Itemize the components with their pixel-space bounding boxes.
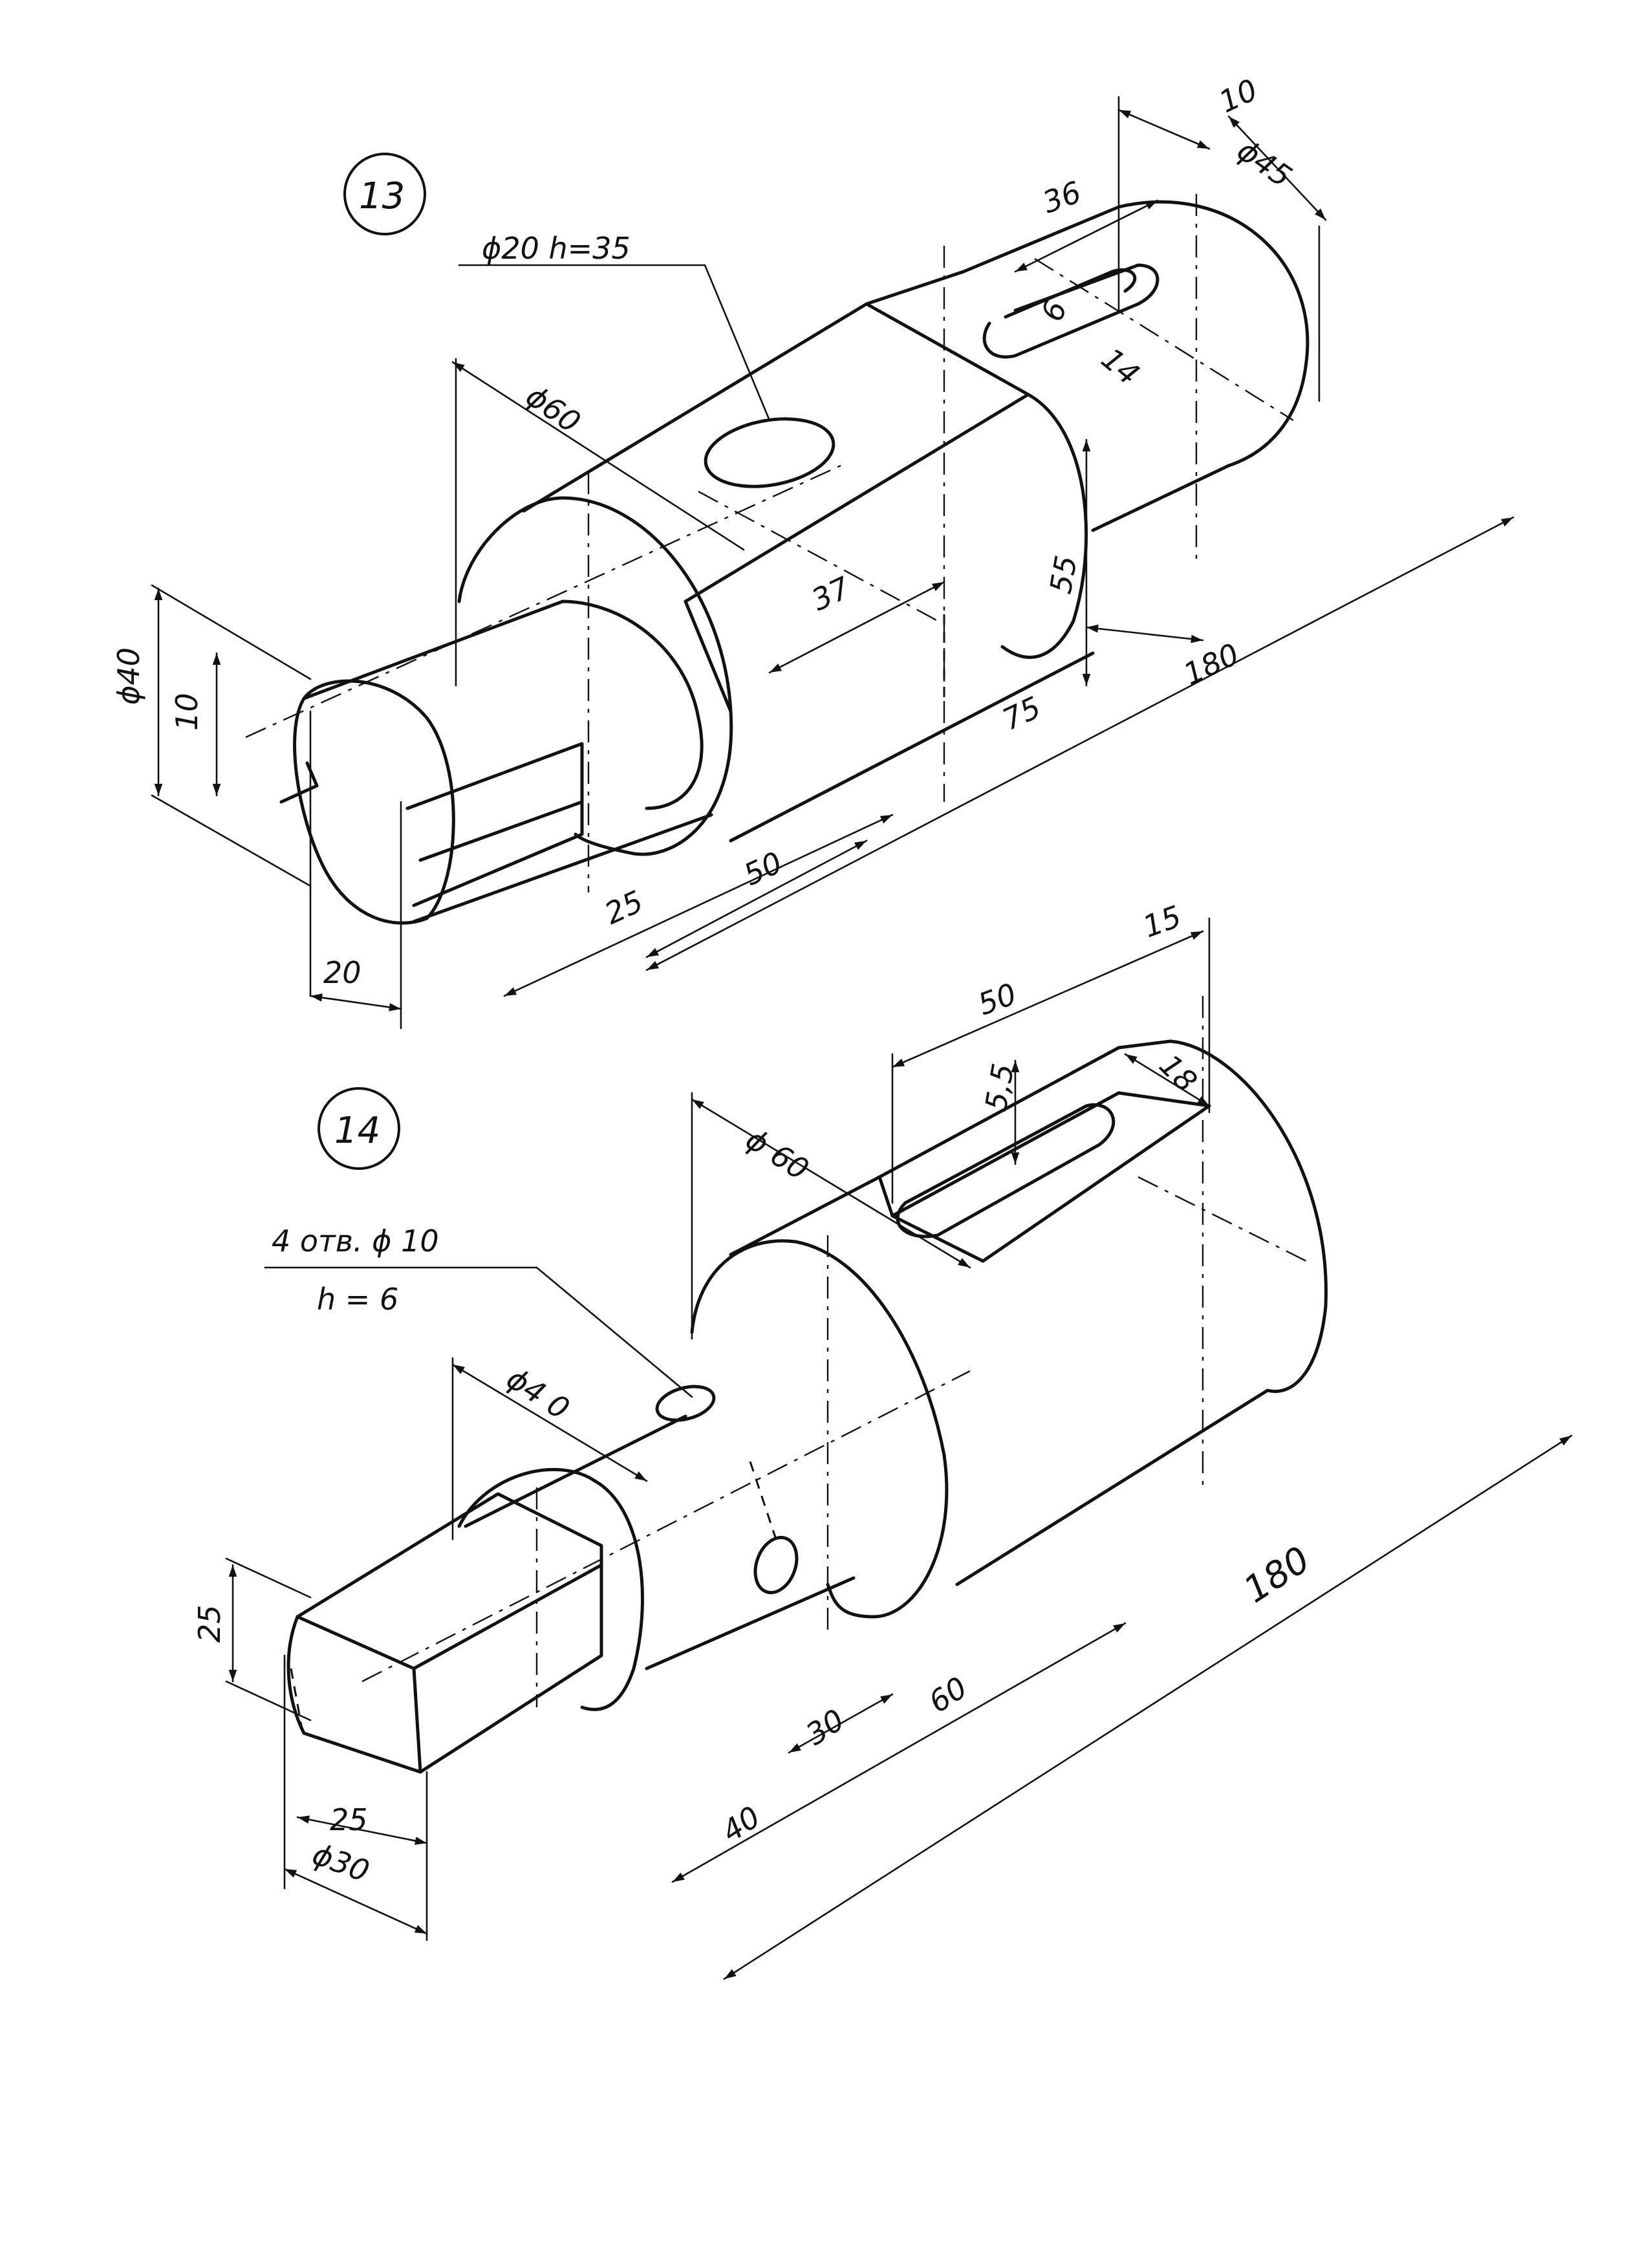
dim-14-total-len: 180 [1236, 1539, 1317, 1612]
hole-note-13: ϕ20 h=35 [482, 231, 630, 266]
dim-14-square: 25 [192, 1604, 227, 1643]
dim-14-len-30: 30 [800, 1702, 851, 1752]
part-14-centerlines [290, 996, 1307, 1740]
dim-13-len-25: 25 [599, 883, 649, 931]
dim-13-slot-depth: 14 [1095, 341, 1147, 392]
dim-13-d-end: ϕ45 [1231, 133, 1299, 194]
dim-13-total-len: 180 [1178, 636, 1244, 692]
dim-13-slot-w-end: 10 [1214, 72, 1263, 120]
dim-14-square-side: 25 [330, 1802, 368, 1837]
figure-14-number: 14 [334, 1110, 380, 1152]
dim-13-len-75: 75 [997, 689, 1046, 737]
figure-13: 13 [111, 72, 1514, 1030]
dim-14-d-flange: ϕ 60 [740, 1121, 815, 1187]
dim-13-slot-width-front: 10 [169, 693, 204, 731]
part-13-centerlines [245, 194, 1294, 892]
dim-13-len-50: 50 [738, 845, 788, 892]
part-14-outline [286, 1039, 1328, 1774]
dim-13-d-shaft: ϕ40 [111, 647, 146, 705]
dim-14-slot-depth: 5,5 [978, 1061, 1021, 1113]
part-13-outline [279, 200, 1310, 925]
dim-13-len-20: 20 [323, 955, 361, 990]
dim-14-len-40: 40 [716, 1799, 767, 1849]
dim-13-flat-height: 55 [1043, 553, 1084, 596]
hole-note-14-line1: 4 отв. ϕ 10 [272, 1224, 439, 1258]
dim-14-slot-w: 18 [1152, 1048, 1204, 1099]
part-14-dimensions [225, 917, 1573, 1980]
figure-14-number-circle [318, 1087, 400, 1170]
dim-13-flat-offset: 37 [806, 570, 856, 618]
hole-note-14-line2: h = 6 [317, 1282, 398, 1317]
part-13-dimensions [151, 96, 1514, 1030]
figure-14: 14 [192, 899, 1573, 1980]
dim-14-slot-len: 50 [973, 977, 1020, 1022]
figure-13-number-circle [343, 153, 426, 235]
dim-14-len-60: 60 [923, 1670, 974, 1720]
dim-13-d-flange: ϕ60 [520, 378, 587, 440]
dim-14-d-end: ϕ30 [308, 1837, 374, 1889]
figure-13-number: 13 [359, 175, 405, 217]
dim-13-slot-w: 6 [1035, 296, 1074, 326]
dim-13-slot-len: 36 [1038, 175, 1085, 221]
dim-14-slot-off: 15 [1138, 899, 1185, 945]
